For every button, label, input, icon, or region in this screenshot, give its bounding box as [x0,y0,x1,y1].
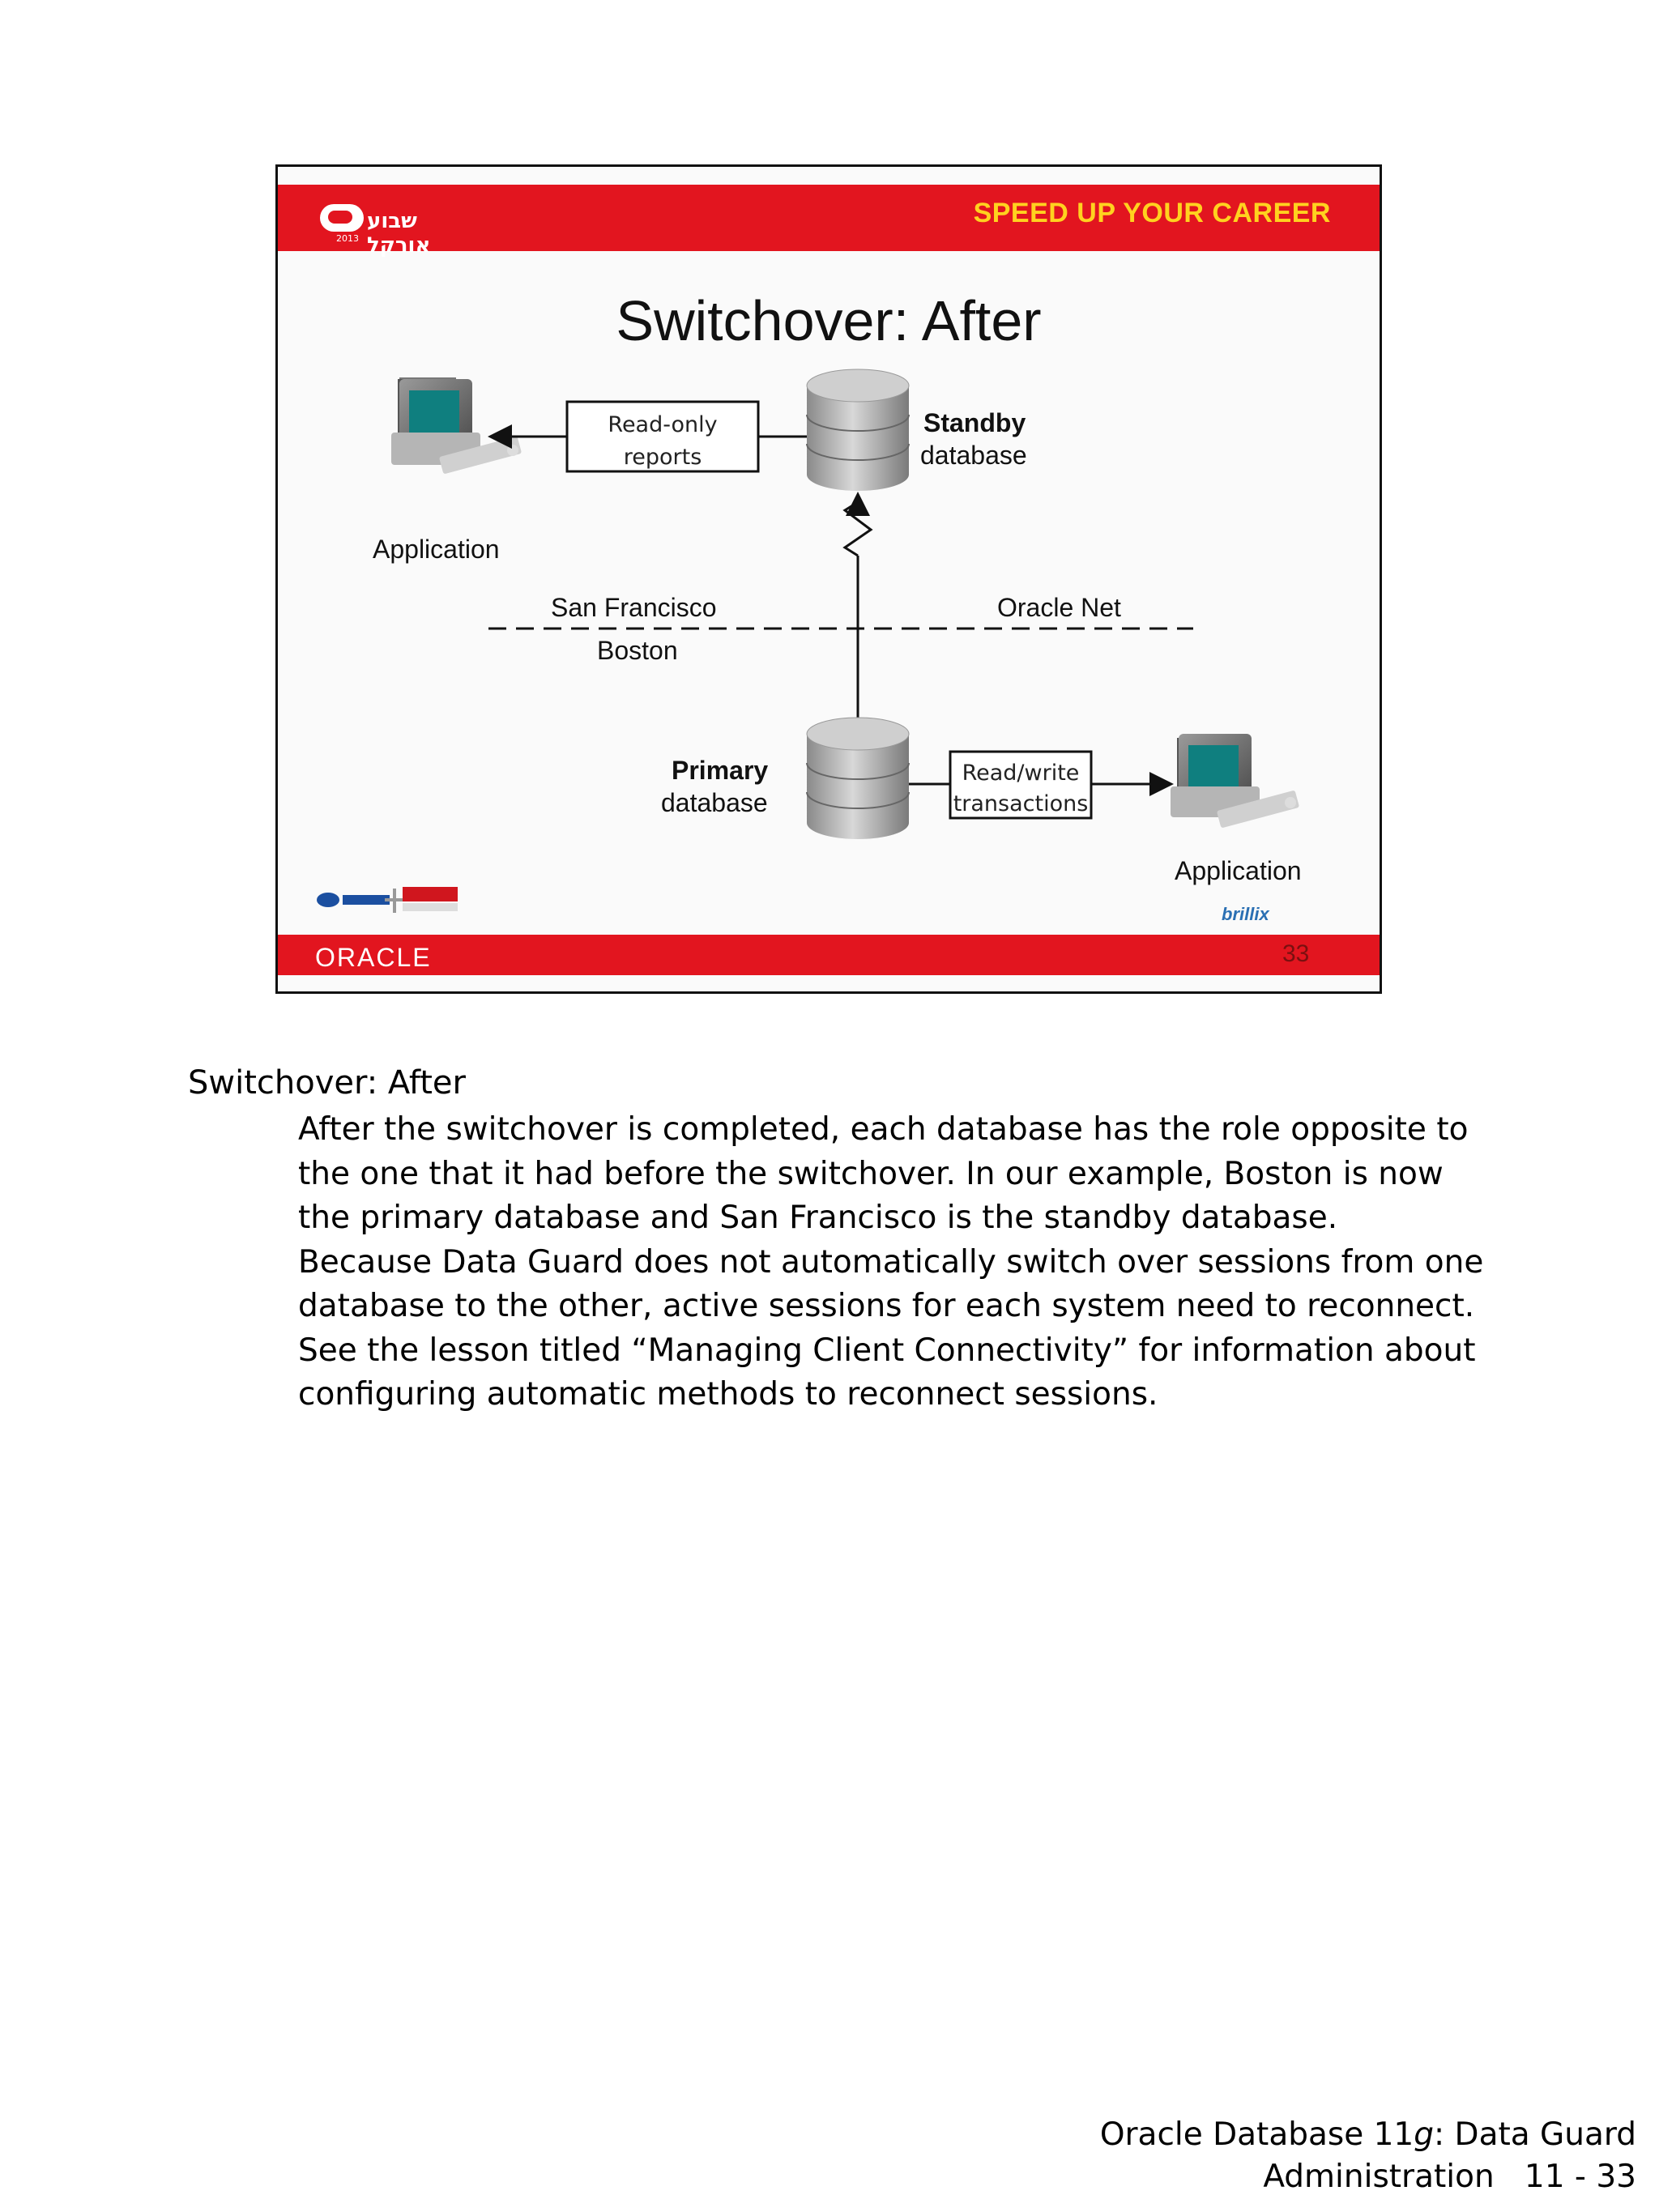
app-bottom-label: Application [1175,856,1302,885]
primary-label-1: Primary [672,756,768,785]
site-label-bottom: Boston [597,636,678,665]
computer-icon [391,377,522,475]
footer-version-suffix: g [1414,2116,1434,2153]
slide-image: שבוע אורקל 2013 SPEED UP YOUR CAREER Swi… [275,164,1382,994]
notes-body: After the switchover is completed, each … [298,1108,1497,1417]
notes-paragraph: After the switchover is completed, each … [298,1108,1497,1241]
primary-label-2: database [661,788,768,817]
oracle-logo: ORACLE [315,943,432,973]
slide-number: 33 [1282,940,1309,968]
footer-line-1: Oracle Database 11g: Data Guard [1100,2114,1636,2156]
sponsor-logo [315,884,461,916]
notes-heading: Switchover: After [188,1064,466,1102]
standby-label-2: database [920,441,1027,470]
brillix-logo: brillix [1222,904,1269,925]
primary-database-icon [807,718,909,839]
switchover-diagram: Application Read-only reports Standby da… [278,167,1382,994]
standby-database-icon [807,369,909,491]
notes-paragraph: Because Data Guard does not automaticall… [298,1241,1497,1417]
read-write-line1: Read/write [962,761,1080,786]
footer-product: : Data Guard [1434,2116,1636,2153]
site-label-top: San Francisco [551,593,717,622]
computer-icon [1171,734,1299,829]
footer-line-2: Administration 11 - 33 [1100,2156,1636,2198]
bottom-banner [278,935,1380,975]
app-top-label: Application [373,535,500,564]
read-write-line2: transactions [953,791,1089,816]
read-only-line2: reports [624,445,702,470]
read-only-line1: Read-only [608,412,717,437]
redo-link-zigzag [845,499,871,556]
standby-label-1: Standby [923,408,1026,437]
oracle-net-label: Oracle Net [997,593,1121,622]
page-footer: Oracle Database 11g: Data Guard Administ… [1100,2114,1636,2198]
footer-course: Oracle Database 11 [1100,2116,1414,2153]
